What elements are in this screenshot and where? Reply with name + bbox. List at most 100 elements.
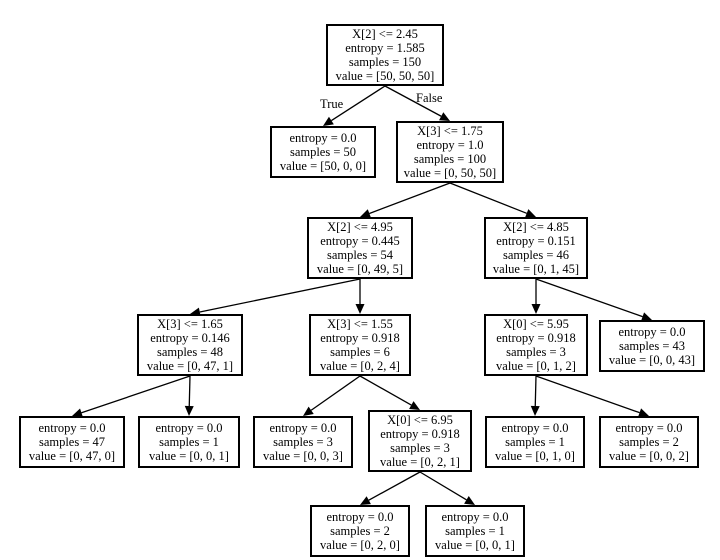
- node-text-line: value = [0, 1, 0]: [495, 449, 575, 463]
- edge-n12-n15: [368, 471, 421, 501]
- node-text-line: value = [0, 1, 2]: [496, 359, 576, 373]
- edge-n7-n14: [535, 375, 640, 414]
- node-text-line: entropy = 1.0: [416, 138, 484, 152]
- node-text-line: entropy = 0.0: [155, 421, 223, 435]
- node-text-line: samples = 1: [445, 524, 505, 538]
- node-text-line: samples = 46: [502, 248, 570, 262]
- arrowhead-n2-n3: [360, 209, 371, 218]
- node-text-line: value = [0, 47, 1]: [146, 359, 234, 373]
- arrowhead-n0-n1: [323, 116, 334, 126]
- node-text-line: samples = 150: [348, 55, 422, 69]
- node-text-line: value = [0, 0, 3]: [263, 449, 343, 463]
- node-text-line: entropy = 0.151: [496, 234, 576, 248]
- edge-n6-n11: [310, 375, 361, 411]
- node-text-line: X[3] <= 1.75: [417, 124, 483, 138]
- edge-n6-n12: [359, 375, 412, 406]
- arrowhead-n4-n8: [641, 312, 652, 321]
- node-text-line: entropy = 0.0: [289, 131, 357, 145]
- node-text-line: value = [50, 50, 50]: [335, 69, 435, 83]
- node-text-line: X[2] <= 4.95: [327, 220, 393, 234]
- node-text-line: X[0] <= 6.95: [387, 413, 453, 427]
- node-text-line: samples = 47: [38, 435, 106, 449]
- node-text-line: value = [50, 0, 0]: [279, 159, 367, 173]
- node-text-line: value = [0, 0, 1]: [435, 538, 515, 552]
- node-text-line: entropy = 0.918: [380, 427, 460, 441]
- node-text-line: samples = 54: [326, 248, 394, 262]
- node-text-line: samples = 43: [618, 339, 686, 353]
- node-text-line: entropy = 0.0: [38, 421, 106, 435]
- node-text-line: samples = 50: [289, 145, 357, 159]
- arrowhead-n3-n6: [355, 304, 365, 314]
- node-text-line: value = [0, 0, 1]: [149, 449, 229, 463]
- edge-n3-n5: [199, 278, 361, 313]
- edge-n2-n3: [369, 182, 451, 215]
- node-text-line: entropy = 0.0: [269, 421, 337, 435]
- node-text-line: samples = 3: [273, 435, 333, 449]
- node-text-line: value = [0, 47, 0]: [28, 449, 116, 463]
- node-text-line: X[0] <= 5.95: [503, 317, 569, 331]
- node-text-line: value = [0, 0, 43]: [608, 353, 696, 367]
- node-text-line: value = [0, 49, 5]: [316, 262, 404, 276]
- arrowhead-n6-n11: [303, 406, 314, 416]
- node-text-line: value = [0, 1, 45]: [492, 262, 580, 276]
- node-text-line: samples = 1: [505, 435, 565, 449]
- edge-n2-n4: [449, 182, 527, 214]
- node-text-line: samples = 2: [619, 435, 679, 449]
- node-text-line: entropy = 0.918: [320, 331, 400, 345]
- node-text-line: entropy = 0.445: [320, 234, 400, 248]
- node-text-line: entropy = 0.0: [618, 325, 686, 339]
- node-text-line: X[2] <= 4.85: [503, 220, 569, 234]
- arrowhead-n7-n14: [638, 408, 649, 417]
- arrowhead-n6-n12: [409, 401, 420, 410]
- node-text-line: value = [0, 0, 2]: [609, 449, 689, 463]
- node-text-line: samples = 6: [330, 345, 390, 359]
- node-text-line: entropy = 0.0: [615, 421, 683, 435]
- arrowhead-n5-n9: [72, 408, 83, 418]
- arrowhead-n12-n16: [464, 495, 475, 505]
- node-text-line: samples = 48: [156, 345, 224, 359]
- node-text-line: entropy = 0.0: [326, 510, 394, 524]
- edge-label-true: True: [320, 97, 344, 111]
- node-text-line: samples = 1: [159, 435, 219, 449]
- node-text-line: value = [0, 2, 4]: [320, 359, 400, 373]
- node-text-line: samples = 100: [413, 152, 487, 166]
- node-text-line: value = [0, 50, 50]: [403, 166, 497, 180]
- edge-n0-n2: [384, 85, 442, 117]
- node-text-line: entropy = 0.146: [150, 331, 230, 345]
- node-text-line: samples = 2: [330, 524, 390, 538]
- arrowhead-n2-n4: [525, 209, 536, 218]
- node-text-line: samples = 3: [506, 345, 566, 359]
- node-text-line: entropy = 0.0: [501, 421, 569, 435]
- node-text-line: samples = 3: [390, 441, 450, 455]
- node-text-line: X[2] <= 2.45: [352, 27, 418, 41]
- arrowhead-n7-n13: [530, 405, 540, 416]
- node-text-line: value = [0, 2, 0]: [320, 538, 400, 552]
- edge-n12-n16: [419, 471, 467, 501]
- node-text-line: entropy = 0.918: [496, 331, 576, 345]
- arrowhead-n4-n7: [531, 304, 541, 314]
- edge-n5-n9: [81, 375, 191, 414]
- arrowhead-n5-n10: [184, 405, 194, 416]
- arrowhead-n0-n2: [439, 112, 450, 121]
- node-text-line: X[3] <= 1.65: [157, 317, 223, 331]
- edge-label-false: False: [416, 91, 443, 105]
- node-text-line: entropy = 0.0: [441, 510, 509, 524]
- edge-n4-n8: [535, 278, 643, 318]
- node-text-line: value = [0, 2, 1]: [380, 455, 460, 469]
- arrowhead-n12-n15: [360, 496, 371, 505]
